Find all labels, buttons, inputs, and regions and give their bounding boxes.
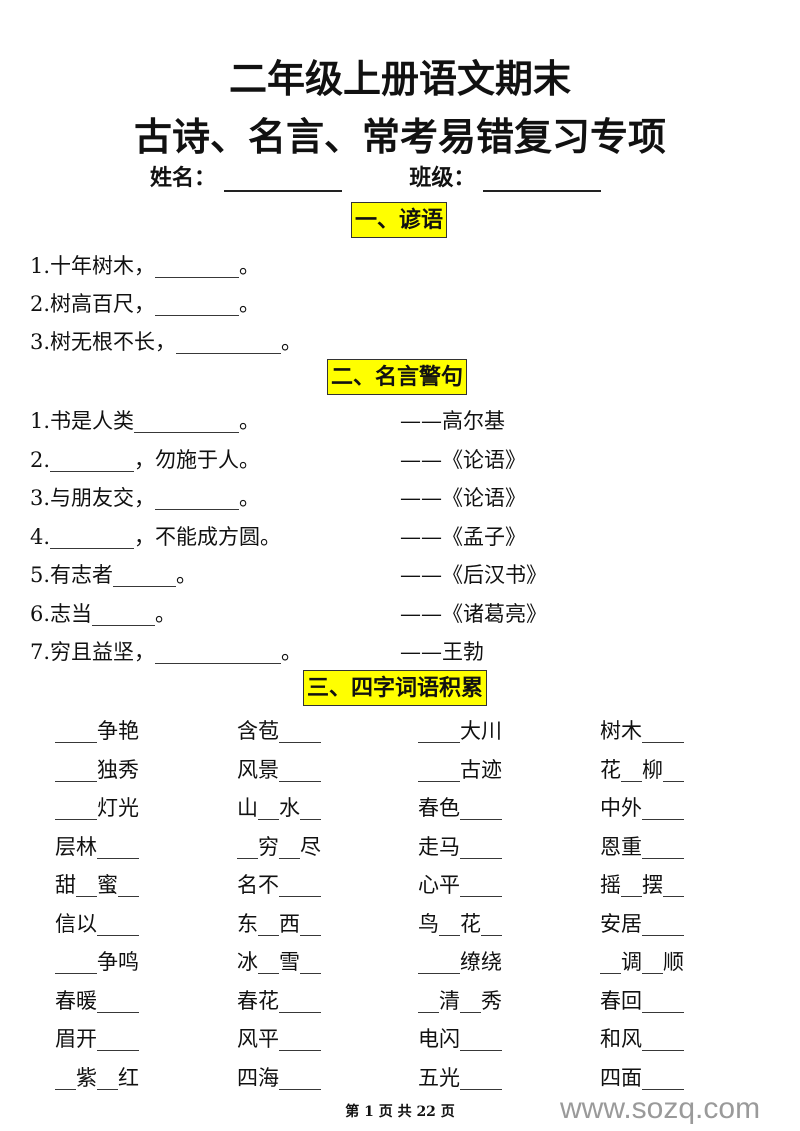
idiom-item: 春花____ xyxy=(237,988,321,1013)
proverb-item: 1.十年树木，________。 xyxy=(30,254,261,278)
quote-source: ——《孟子》 xyxy=(400,524,526,549)
quote-source: ——《论语》 xyxy=(400,447,526,472)
idiom-item: ____缭绕 xyxy=(418,950,502,974)
watermark: www.sozq.com xyxy=(560,1092,761,1125)
idiom-item: 恩重____ xyxy=(600,834,684,859)
section-proverbs-title: 一、谚语 xyxy=(351,202,448,238)
name-label: 姓名： xyxy=(150,165,217,191)
idiom-item: __调__顺 xyxy=(600,950,684,974)
page-footer: 第 1 页 共 22 页 xyxy=(345,1104,455,1120)
quote-item: 4.________，不能成方圆。 xyxy=(30,524,282,549)
idiom-item: ____独秀 xyxy=(55,757,139,782)
section-quotes-title: 二、名言警句 xyxy=(327,359,468,395)
idiom-item: ____争鸣 xyxy=(55,950,139,974)
idiom-item: 四面____ xyxy=(600,1065,684,1090)
title-line-1: 二年级上册语文期末 xyxy=(228,56,571,101)
idiom-item: 安居____ xyxy=(600,911,684,936)
idiom-item: 摇__摆__ xyxy=(600,873,684,897)
quote-source: ——王勃 xyxy=(400,640,484,664)
idiom-item: 四海____ xyxy=(237,1065,321,1090)
idiom-item: __穷__尽 xyxy=(237,834,321,859)
idiom-item: 山__水__ xyxy=(237,796,321,820)
idiom-item: 东__西__ xyxy=(237,911,321,936)
idiom-item: 电闪____ xyxy=(418,1027,502,1051)
quote-item: 1.书是人类__________。 xyxy=(30,409,261,433)
idiom-item: ____大川 xyxy=(418,719,502,743)
idiom-item: 走马____ xyxy=(418,834,502,859)
idiom-item: __紫__红 xyxy=(55,1065,139,1090)
idiom-item: 层林____ xyxy=(55,834,139,859)
student-info-row: 姓名： 班级： xyxy=(150,160,602,192)
quote-item: 3.与朋友交，________。 xyxy=(30,486,261,510)
section-idioms-title: 三、四字词语积累 xyxy=(303,670,488,706)
idiom-item: 春暖____ xyxy=(55,988,139,1013)
proverb-item: 2.树高百尺，________。 xyxy=(30,292,261,316)
idiom-item: 心平____ xyxy=(418,873,502,897)
idiom-item: 名不____ xyxy=(237,873,321,897)
idiom-item: 春色____ xyxy=(418,796,502,820)
quote-source: ——高尔基 xyxy=(400,409,505,433)
quote-item: 2.________，勿施于人。 xyxy=(30,447,261,472)
idiom-item: ____争艳 xyxy=(55,719,139,743)
idiom-item: 冰__雪__ xyxy=(237,950,321,974)
name-blank[interactable] xyxy=(224,168,343,192)
idiom-item: 含苞____ xyxy=(237,719,321,743)
idiom-item: 眉开____ xyxy=(55,1027,139,1051)
idiom-item: 信以____ xyxy=(55,911,139,936)
title-line-2: 古诗、名言、常考易错复习专项 xyxy=(133,114,666,159)
idiom-item: 鸟__花__ xyxy=(418,911,502,936)
idiom-item: __清__秀 xyxy=(418,988,502,1013)
idiom-item: ____灯光 xyxy=(55,796,139,820)
quote-source: ——《论语》 xyxy=(400,486,526,510)
idiom-item: 春回____ xyxy=(600,988,684,1013)
idiom-item: 风平____ xyxy=(237,1027,321,1051)
idiom-item: 树木____ xyxy=(600,719,684,743)
class-blank[interactable] xyxy=(483,168,602,192)
quote-item: 6.志当______。 xyxy=(30,601,177,626)
idiom-item: 甜__蜜__ xyxy=(55,873,139,897)
quote-item: 7.穷且益坚，____________。 xyxy=(30,640,303,664)
class-label: 班级： xyxy=(409,165,476,191)
idiom-item: 五光____ xyxy=(418,1065,502,1090)
quote-item: 5.有志者______。 xyxy=(30,563,198,587)
quote-source: ——《诸葛亮》 xyxy=(400,601,547,626)
idiom-item: 和风____ xyxy=(600,1027,684,1051)
idiom-item: 中外____ xyxy=(600,796,684,820)
idiom-item: 风景____ xyxy=(237,757,321,782)
quote-source: ——《后汉书》 xyxy=(400,563,547,587)
proverb-item: 3.树无根不长，__________。 xyxy=(30,330,303,354)
idiom-item: ____古迹 xyxy=(418,757,502,782)
idiom-item: 花__柳__ xyxy=(600,757,684,782)
